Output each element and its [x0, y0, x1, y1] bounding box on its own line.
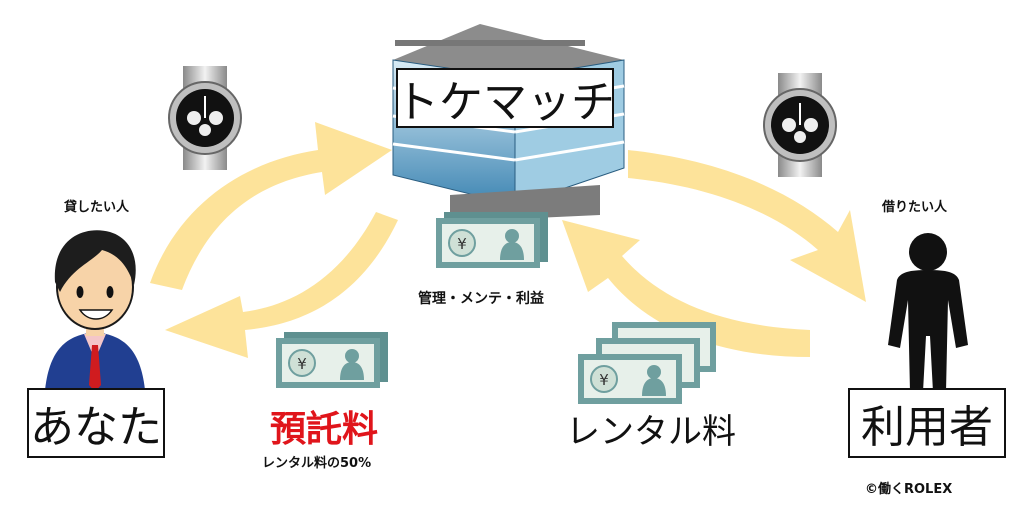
user-caption: 借りたい人 [882, 200, 948, 215]
watch-icon [763, 73, 837, 177]
company-name-box: トケマッチ [395, 68, 615, 128]
person-silhouette-icon [888, 233, 968, 392]
businessman-icon [45, 230, 145, 392]
arrow-company-to-owner [165, 212, 398, 358]
svg-text:¥: ¥ [297, 355, 307, 373]
arrow-company-to-user [628, 150, 866, 302]
rental-fee-label: レンタル料 [566, 412, 736, 452]
owner-box-label: あなた [30, 402, 162, 453]
watch-icon [168, 66, 242, 170]
svg-text:¥: ¥ [457, 235, 467, 253]
credit-text: ©働くROLEX [865, 482, 953, 497]
owner-caption: 貸したい人 [64, 200, 130, 215]
svg-text:¥: ¥ [599, 371, 609, 389]
user-box-label: 利用者 [861, 402, 993, 453]
money-icon: ¥ ¥ ¥ [276, 212, 716, 404]
deposit-fee-label: 預託料 [270, 409, 379, 450]
deposit-fee-note: レンタル料の50% [262, 456, 372, 471]
arrow-owner-to-company [150, 122, 392, 290]
management-label: 管理・メンテ・利益 [418, 291, 544, 307]
owner-box: あなた [27, 388, 165, 458]
user-box: 利用者 [848, 388, 1006, 458]
company-name: トケマッチ [395, 77, 615, 128]
